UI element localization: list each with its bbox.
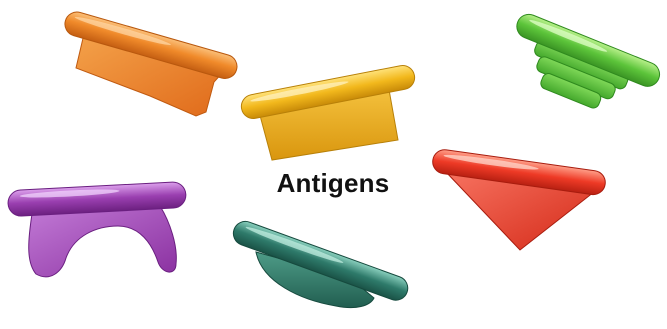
- teal-antigen: [230, 218, 411, 308]
- yellow-antigen: [239, 63, 416, 160]
- green-antigen: [498, 11, 663, 127]
- purple-antigen: [7, 181, 186, 276]
- antigens-caption: Antigens: [228, 168, 438, 199]
- red-antigen: [431, 148, 607, 250]
- orange-antigen: [62, 9, 240, 116]
